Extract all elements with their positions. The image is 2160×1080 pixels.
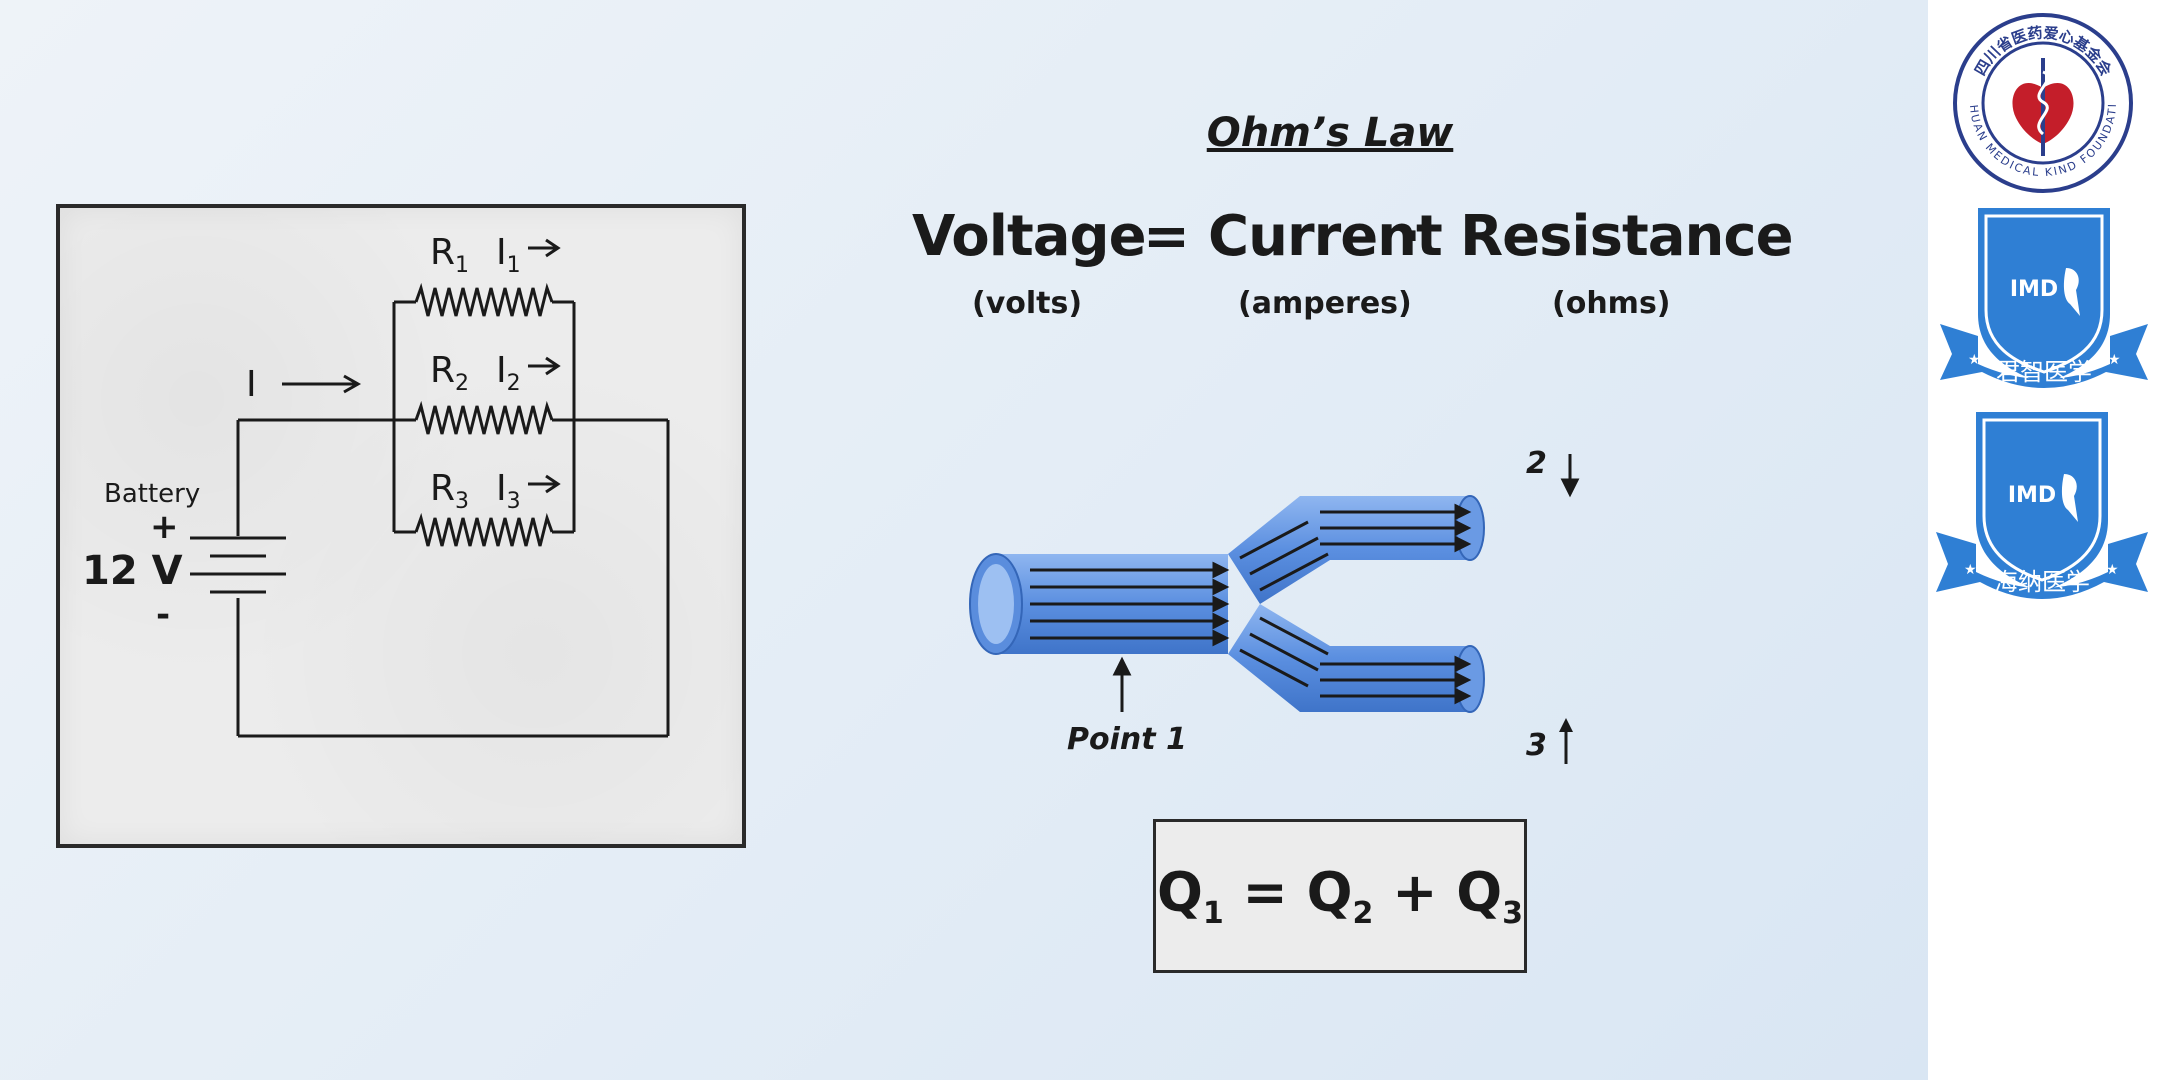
svg-text:★: ★ (1964, 562, 1977, 578)
voltage-term: Voltage (912, 204, 1147, 269)
lower-branch (1228, 604, 1470, 712)
ribbon-banner (1940, 324, 2148, 388)
unit-ohms: (ohms) (1552, 286, 1671, 321)
i1-label: I1 (496, 232, 521, 278)
unit-amperes: (amperes) (1238, 286, 1412, 321)
imd-text: IMD (2010, 277, 2058, 302)
ribbon-banner (1936, 532, 2148, 599)
equals-sign: = (1143, 204, 1190, 269)
battery-voltage: 12 V (82, 548, 183, 594)
svg-text:★: ★ (2108, 352, 2121, 368)
foundation-seal-logo: 四川省医药爱心基金会 SICHUAN MEDICAL KIND FOUNDATI… (1948, 10, 2133, 193)
battery-label: Battery (104, 479, 200, 509)
multiply-dot: · (1400, 204, 1421, 269)
point-2-label: 2 (1526, 446, 1547, 481)
slide: R1 I1 R2 I2 R3 I3 I Battery + 12 V - Ohm… (0, 0, 1928, 1080)
current-term: Current (1208, 204, 1443, 269)
circuit-diagram: R1 I1 R2 I2 R3 I3 I Battery + 12 V - (82, 232, 670, 738)
main-current-label: I (246, 364, 257, 405)
branching-flow-diagram (969, 454, 1580, 713)
r2-label: R2 (430, 350, 469, 396)
imd-shield-logo-1: IMD 君智医学 ★ ★ (1940, 208, 2148, 388)
battery-plus: + (150, 507, 179, 547)
svg-text:海纳医学: 海纳医学 (1994, 568, 2090, 596)
resistance-term: Resistance (1460, 204, 1794, 269)
unit-volts: (volts) (972, 286, 1083, 321)
upper-branch (1228, 496, 1470, 604)
resistor-r3 (414, 512, 554, 547)
resistor-r2 (414, 400, 554, 435)
svg-text:★: ★ (2106, 562, 2119, 578)
imd-shield-logo-2: IMD 海纳医学 ★ ★ (1936, 412, 2148, 599)
point-3-label: 3 (1526, 728, 1547, 763)
circuit-diagram-panel: R1 I1 R2 I2 R3 I3 I Battery + 12 V - (56, 204, 746, 848)
flow-equation-box: Q1 = Q2 + Q3 (1153, 819, 1527, 973)
flow-equation: Q1 = Q2 + Q3 (1156, 861, 1524, 931)
bird-icon (2061, 474, 2078, 522)
i3-label: I3 (496, 468, 521, 514)
battery-minus: - (156, 595, 170, 635)
svg-text:君智医学: 君智医学 (1996, 358, 2092, 386)
ohms-law-title: Ohm’s Law (1206, 110, 1454, 156)
point-1-label: Point 1 (1067, 722, 1187, 757)
imd-text: IMD (2008, 483, 2056, 508)
resistor-r1 (414, 282, 554, 317)
i2-label: I2 (496, 350, 521, 396)
svg-text:★: ★ (1968, 352, 1981, 368)
r1-label: R1 (430, 232, 469, 278)
point3-arrow (1559, 718, 1573, 764)
bird-icon (2063, 268, 2080, 316)
r3-label: R3 (430, 468, 469, 514)
